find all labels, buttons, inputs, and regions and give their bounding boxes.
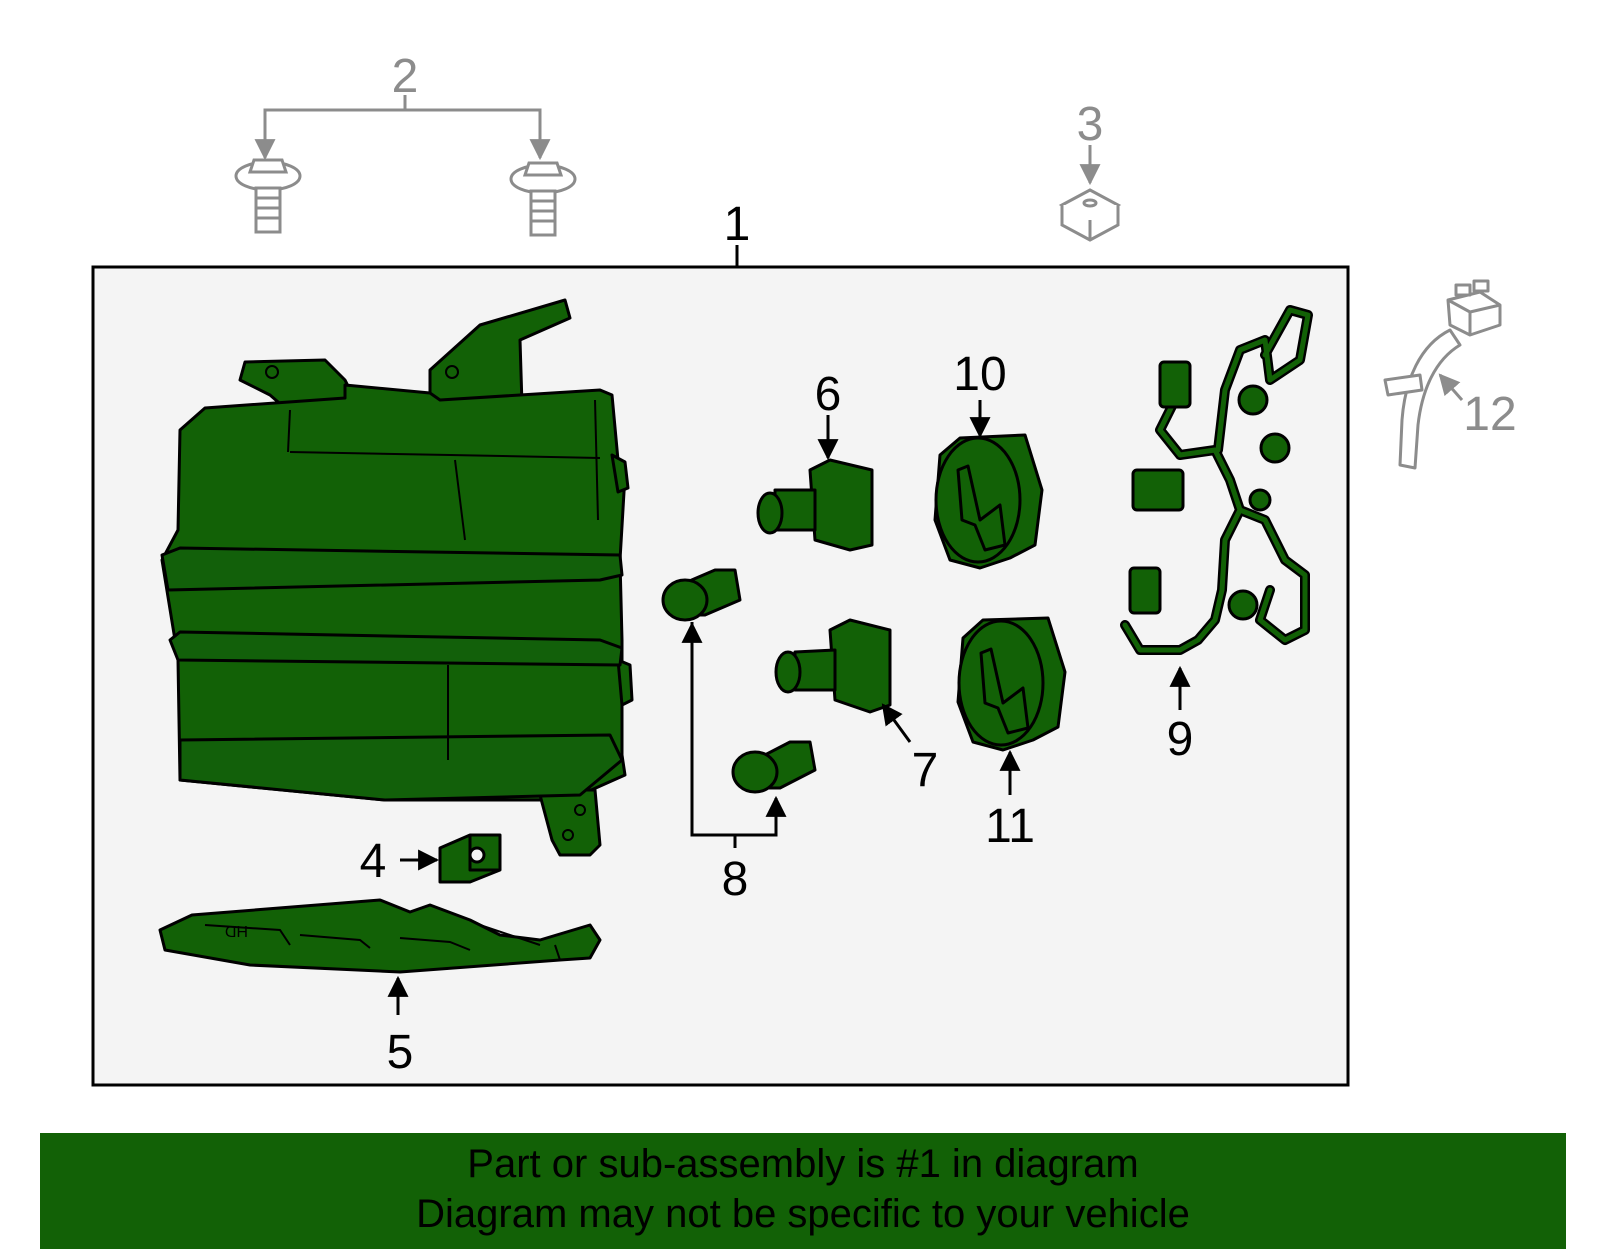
headlamp-housing[interactable] (160, 298, 634, 857)
callout-2: 2 (392, 50, 419, 103)
callout-4: 4 (360, 835, 387, 888)
callout-5: 5 (387, 1026, 414, 1079)
callout-11: 11 (985, 800, 1035, 853)
lens-marking-text: HD (225, 922, 248, 939)
harness-extension[interactable] (1383, 279, 1502, 470)
access-cover-upper[interactable] (933, 433, 1044, 570)
callout-7: 7 (912, 744, 939, 797)
callout-8: 8 (722, 853, 749, 906)
harness-connectors (1128, 360, 1291, 621)
footer-line-2: Diagram may not be specific to your vehi… (416, 1192, 1190, 1236)
bolts-group[interactable] (234, 95, 577, 237)
bolt-icon (234, 158, 302, 234)
nut-group[interactable] (1058, 145, 1122, 242)
lens-trim-details (204, 924, 561, 961)
housing-detail-lines (265, 365, 601, 841)
wiring-harness[interactable] (1120, 305, 1313, 655)
callout-9: 9 (1167, 713, 1194, 766)
extension-leader (1438, 373, 1464, 401)
bolts-leader (263, 108, 542, 155)
footer-banner: Part or sub-assembly is #1 in diagram Di… (40, 1133, 1566, 1249)
callout-1: 1 (724, 198, 751, 251)
footer-line-1: Part or sub-assembly is #1 in diagram (467, 1142, 1139, 1186)
small-bracket[interactable] (438, 833, 502, 884)
nut-icon (1058, 188, 1122, 242)
bulb-lower-leader (881, 703, 912, 743)
callout-12: 12 (1463, 388, 1516, 441)
small-bulb-lower[interactable] (731, 740, 817, 794)
small-bulb-upper[interactable] (661, 568, 742, 622)
lens-trim[interactable] (158, 898, 602, 974)
callout-10: 10 (953, 348, 1006, 401)
callout-6: 6 (815, 368, 842, 421)
bolt-icon (509, 161, 577, 237)
callout-3: 3 (1077, 98, 1104, 151)
access-cover-lower[interactable] (956, 616, 1067, 752)
